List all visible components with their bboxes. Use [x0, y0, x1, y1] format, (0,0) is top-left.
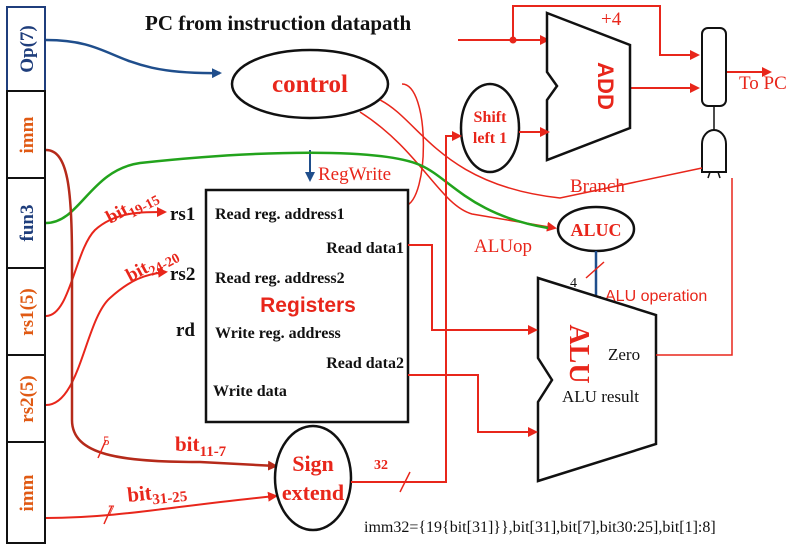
- reg-write-addr: Write reg. address: [215, 325, 341, 342]
- sign-extend-line2: extend: [282, 480, 344, 505]
- fun3-to-aluc-wire: [45, 151, 549, 230]
- bit-24-20-main: bit: [122, 257, 152, 286]
- read-data1-to-alu-wire: [408, 244, 538, 335]
- port-rs2-label: rs2: [170, 264, 195, 285]
- sign-extend-line1: Sign: [292, 451, 334, 476]
- branch-label: Branch: [570, 176, 625, 197]
- field-imm-top-label: imm: [17, 116, 38, 153]
- alu-result-label: ALU result: [562, 387, 639, 406]
- field-imm-bottom-label: imm: [17, 474, 38, 511]
- alu-op-width-tick: [585, 261, 605, 279]
- shift-label-line1: Shift: [474, 109, 508, 126]
- shift-label-line2: left 1: [473, 130, 507, 147]
- branch-and-gate: [701, 107, 727, 179]
- signext-to-shift-wire: [351, 131, 462, 483]
- alu-unit: ALU Zero ALU result: [536, 276, 658, 483]
- op-to-control-wire: [45, 38, 222, 79]
- bit-label-11-7: bit11-7: [175, 432, 227, 460]
- adder-unit: ADD +4: [545, 9, 632, 162]
- alu-operation-label: ALU operation: [605, 288, 707, 305]
- bit-19-15-main: bit: [102, 199, 132, 228]
- bus-width-7: 7: [108, 502, 115, 517]
- to-pc-label: To PC: [739, 73, 787, 94]
- reg-read-data1: Read data1: [326, 240, 404, 257]
- alu-label: ALU: [563, 324, 594, 383]
- bus-width-32: 32: [374, 458, 388, 473]
- register-file: Read reg. address1 Read data1 Read reg. …: [204, 188, 410, 424]
- reg-read-data2: Read data2: [326, 355, 404, 372]
- bit-19-15-sub: 19-15: [127, 193, 163, 222]
- port-rs1-label: rs1: [170, 204, 195, 225]
- w7-tick: [103, 505, 113, 525]
- svg-text:bit19-15: bit19-15: [102, 184, 162, 232]
- control-unit: control: [230, 48, 390, 120]
- aluc-unit: ALUC: [556, 205, 636, 253]
- zero-to-and-wire: [656, 178, 733, 356]
- port-rd-label: rd: [176, 320, 195, 341]
- page-title: PC from instruction datapath: [145, 11, 412, 35]
- pc-mux: To PC: [701, 27, 787, 107]
- reg-read-addr1: Read reg. address1: [215, 206, 345, 223]
- bit-label-19-15: bit19-15: [102, 184, 162, 232]
- bit-31-25-main: bit: [126, 481, 153, 507]
- field-fun3-label: fun3: [17, 205, 38, 242]
- imm-bottom-to-signext-wire: [45, 491, 278, 519]
- aluc-label: ALUC: [570, 220, 621, 240]
- aluop-label: ALUop: [474, 236, 532, 257]
- bus-width-5: 5: [103, 433, 110, 448]
- control-output-wires: [305, 83, 703, 232]
- w32-tick: [399, 471, 411, 493]
- rs1-wire: [45, 207, 167, 317]
- rs2-wire: [45, 267, 168, 406]
- alu-op-width: 4: [570, 276, 577, 291]
- pc-wires: [458, 5, 772, 93]
- read-data2-to-alu-wire: [408, 374, 538, 437]
- field-rs2-label: rs2(5): [17, 375, 38, 422]
- adder-plus-label: +4: [601, 9, 622, 30]
- bit-label-31-25: bit31-25: [126, 477, 188, 511]
- imm32-formula: imm32={19{bit[31]}},bit[31],bit[7],bit30…: [364, 519, 716, 536]
- field-box-imm-bottom: [6, 441, 46, 544]
- field-box-rs1: [6, 267, 46, 356]
- alu-zero-label: Zero: [608, 345, 640, 364]
- instruction-fields: Op(7) imm fun3 rs1(5) rs2(5) imm: [6, 6, 46, 544]
- adder-label: ADD: [593, 62, 618, 110]
- shift-left-unit: Shift left 1: [459, 82, 521, 174]
- control-label: control: [272, 71, 348, 98]
- svg-text:bit31-25: bit31-25: [126, 477, 188, 511]
- bit-31-25-sub: 31-25: [152, 489, 188, 509]
- bit-11-7-main: bit: [175, 432, 200, 456]
- reg-write-data: Write data: [213, 383, 287, 400]
- registers-title: Registers: [260, 294, 356, 317]
- regwrite-label: RegWrite: [318, 164, 391, 185]
- svg-text:bit11-7: bit11-7: [175, 432, 227, 460]
- sign-extend-unit: Sign extend: [273, 424, 353, 532]
- bit-11-7-sub: 11-7: [200, 444, 227, 460]
- field-op-label: Op(7): [17, 25, 38, 73]
- field-rs1-label: rs1(5): [17, 288, 38, 335]
- reg-read-addr2: Read reg. address2: [215, 270, 345, 287]
- imm-top-to-signext-wire: [45, 148, 278, 471]
- w5-tick: [97, 439, 107, 459]
